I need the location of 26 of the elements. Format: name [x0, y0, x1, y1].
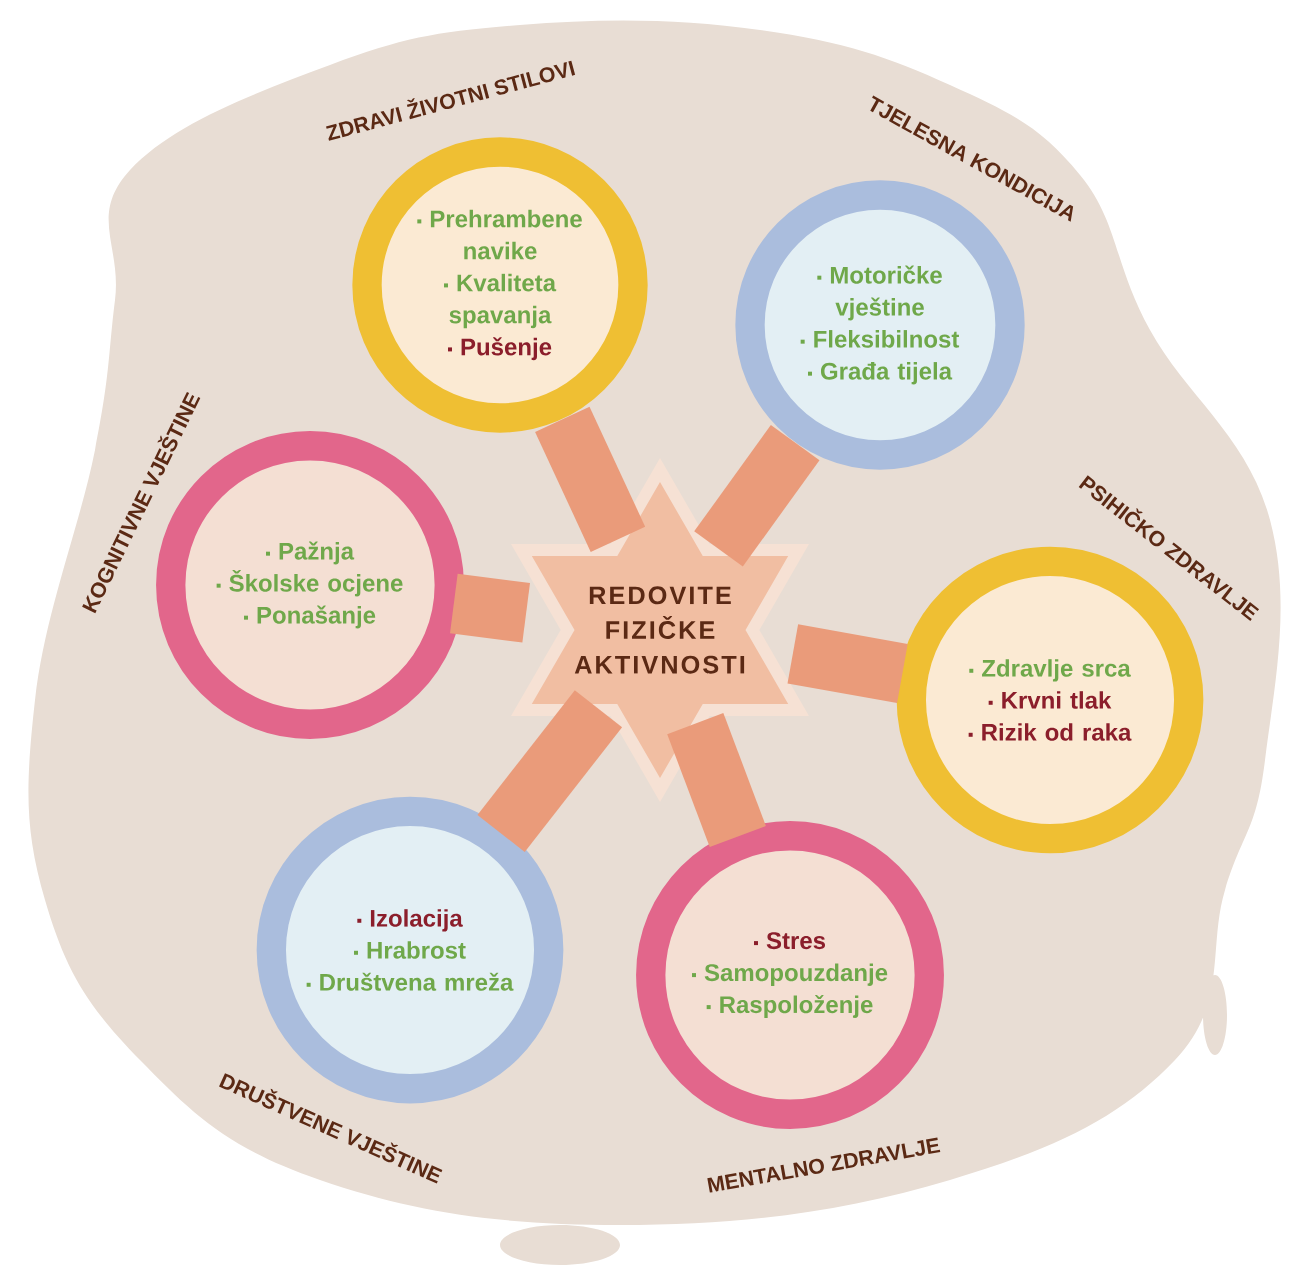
list-item: Pažnja: [266, 541, 355, 565]
list-item: Prehrambene navike: [417, 209, 582, 260]
list-item: Krvni tlak: [988, 691, 1112, 709]
list-item: Pušenje: [448, 337, 552, 361]
circle-heading: ZDRAVI ŽIVOTNI STILOVI: [326, 60, 576, 141]
connector-band: [667, 713, 766, 848]
list-item: Raspoloženje: [706, 995, 873, 1018]
list-item: Hrabrost: [354, 941, 466, 959]
list-item: Samopouzdanje: [692, 963, 888, 986]
list-item: Društvena mreža: [306, 972, 514, 991]
list-item: Fleksibilnost: [800, 330, 960, 348]
connector-band: [694, 425, 820, 567]
circle-heading: MENTALNO ZDRAVLJE: [707, 1137, 941, 1193]
connector-band: [535, 406, 646, 552]
connector-band: [477, 690, 623, 852]
connector-band: [787, 624, 908, 704]
list-item: Kvaliteta spavanja: [444, 273, 557, 329]
list-item: Zdravlje srca: [969, 659, 1131, 682]
list-item: Školske ocjene: [216, 569, 403, 597]
list-item: Rizik od raka: [968, 723, 1132, 741]
list-item: Izolacija: [357, 909, 463, 932]
list-item: Ponašanje: [244, 605, 376, 629]
connector-band: [450, 573, 530, 643]
list-item: Građa tijela: [808, 362, 953, 385]
list-item: Stres: [754, 932, 826, 950]
list-item: Motoričke vještine: [817, 265, 942, 321]
